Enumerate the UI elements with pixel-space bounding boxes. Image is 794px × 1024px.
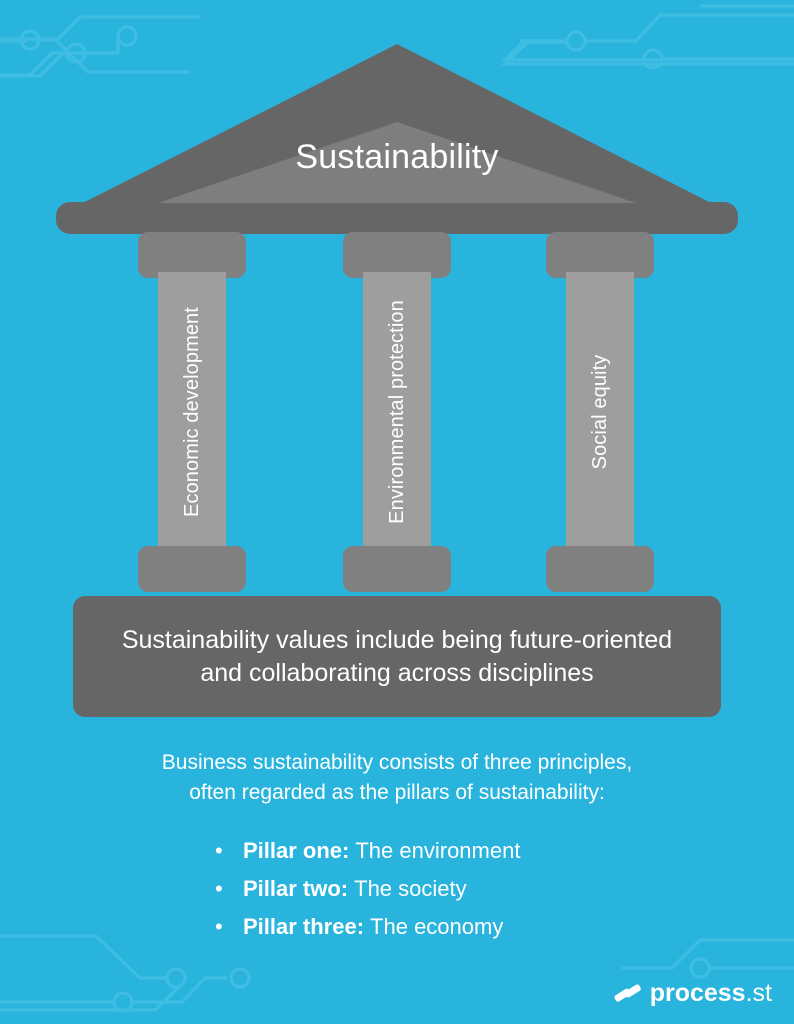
column-base bbox=[138, 546, 246, 592]
column-shaft: Environmental protection bbox=[363, 272, 431, 552]
logo-tld: .st bbox=[745, 979, 772, 1007]
logo-wordmark: process.st bbox=[650, 981, 772, 1006]
column-label: Environmental protection bbox=[385, 300, 408, 524]
process-st-logo[interactable]: process.st bbox=[613, 981, 772, 1006]
list-item-text: The environment bbox=[355, 838, 521, 863]
column-shaft: Social equity bbox=[566, 272, 634, 552]
pediment-roof bbox=[56, 44, 738, 234]
caption-line-1: Business sustainability consists of thre… bbox=[161, 751, 633, 774]
list-item-label: Pillar three: bbox=[243, 914, 365, 940]
column-label: Social equity bbox=[588, 354, 611, 470]
list-item-text: The society bbox=[354, 876, 467, 902]
column-shaft: Economic development bbox=[158, 272, 226, 552]
list-item-label: Pillar two: bbox=[243, 876, 349, 902]
caption-line-2: often regarded as the pillars of sustain… bbox=[189, 781, 605, 805]
pillar-column-economic-development: Economic development bbox=[138, 232, 246, 592]
logo-brand: process bbox=[649, 979, 746, 1007]
list-item: • Pillar two: The society bbox=[0, 874, 794, 903]
list-item: • Pillar one: The environment bbox=[0, 836, 794, 865]
plinth-message: Sustainability values include being futu… bbox=[115, 624, 679, 690]
bullet-dot-icon: • bbox=[215, 914, 223, 940]
column-capital bbox=[546, 232, 654, 278]
page-title: Sustainability bbox=[295, 138, 499, 176]
plinth-message-line-1: Sustainability values include being futu… bbox=[121, 625, 673, 654]
column-capital bbox=[343, 232, 451, 278]
pillar-column-social-equity: Social equity bbox=[546, 232, 654, 592]
list-item: • Pillar three: The economy bbox=[0, 912, 794, 941]
bullet-dot-icon: • bbox=[215, 838, 223, 863]
list-item-text: The economy bbox=[370, 914, 504, 940]
caption-text: Business sustainability consists of thre… bbox=[0, 748, 794, 809]
column-base bbox=[343, 546, 451, 592]
plinth-panel: Sustainability values include being futu… bbox=[73, 596, 721, 717]
column-base bbox=[546, 546, 654, 592]
bullet-dot-icon: • bbox=[215, 876, 223, 902]
pillars-list: • Pillar one: The environment • Pillar t… bbox=[0, 836, 794, 950]
list-item-label: Pillar one: bbox=[243, 838, 350, 863]
column-capital bbox=[138, 232, 246, 278]
pillar-column-environmental-protection: Environmental protection bbox=[343, 232, 451, 592]
column-label: Economic development bbox=[180, 307, 203, 517]
plinth-message-line-2: and collaborating across disciplines bbox=[200, 658, 594, 687]
process-logo-mark-icon bbox=[614, 983, 641, 1002]
